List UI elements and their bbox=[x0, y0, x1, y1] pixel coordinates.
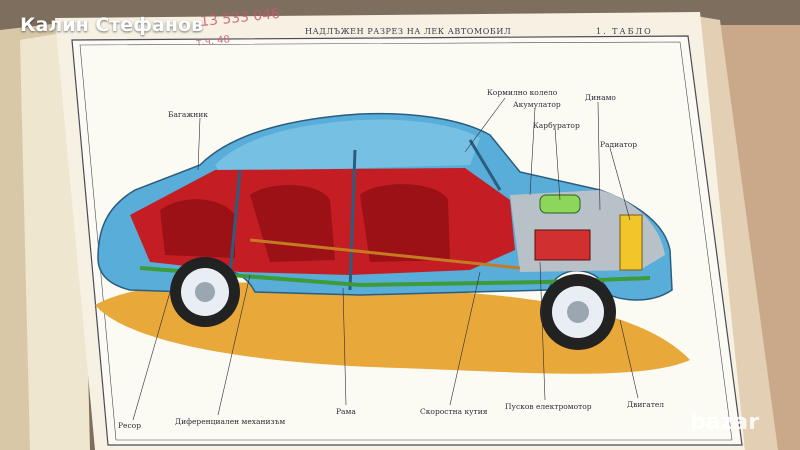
label-puskov-elektromotor: Пусков електромотор bbox=[505, 402, 592, 411]
label-akumulator: Акумулатор bbox=[513, 100, 561, 109]
engine-block bbox=[534, 229, 591, 261]
battery bbox=[539, 194, 581, 214]
label-dinamo: Динамо bbox=[585, 93, 616, 102]
label-dvigatel: Двигател bbox=[627, 400, 665, 409]
plate-title: НАДЛЪЖЕН РАЗРЕЗ НА ЛЕК АВТОМОБИЛ bbox=[305, 27, 512, 36]
label-radiator: Радиатор bbox=[600, 140, 638, 149]
rear-wheel bbox=[170, 257, 240, 327]
label-karburator: Карбуратор bbox=[533, 121, 580, 130]
radiator bbox=[619, 214, 643, 271]
front-wheel bbox=[540, 274, 616, 350]
label-rama: Рама bbox=[336, 407, 356, 416]
label-diferencial: Диференциален механизъм bbox=[175, 417, 286, 426]
seller-name: Калин Стефанов bbox=[20, 14, 204, 36]
plate-number: 1. ТАБЛО bbox=[596, 27, 653, 36]
bazar-watermark: bazar bbox=[690, 410, 760, 435]
label-kormilno-kolelo: Кормилно колело bbox=[487, 88, 558, 97]
label-bagazhnik: Багажник bbox=[168, 110, 208, 119]
label-skorostna-kutiya: Скоростна кутия bbox=[420, 407, 488, 416]
label-resor: Ресор bbox=[118, 421, 142, 430]
